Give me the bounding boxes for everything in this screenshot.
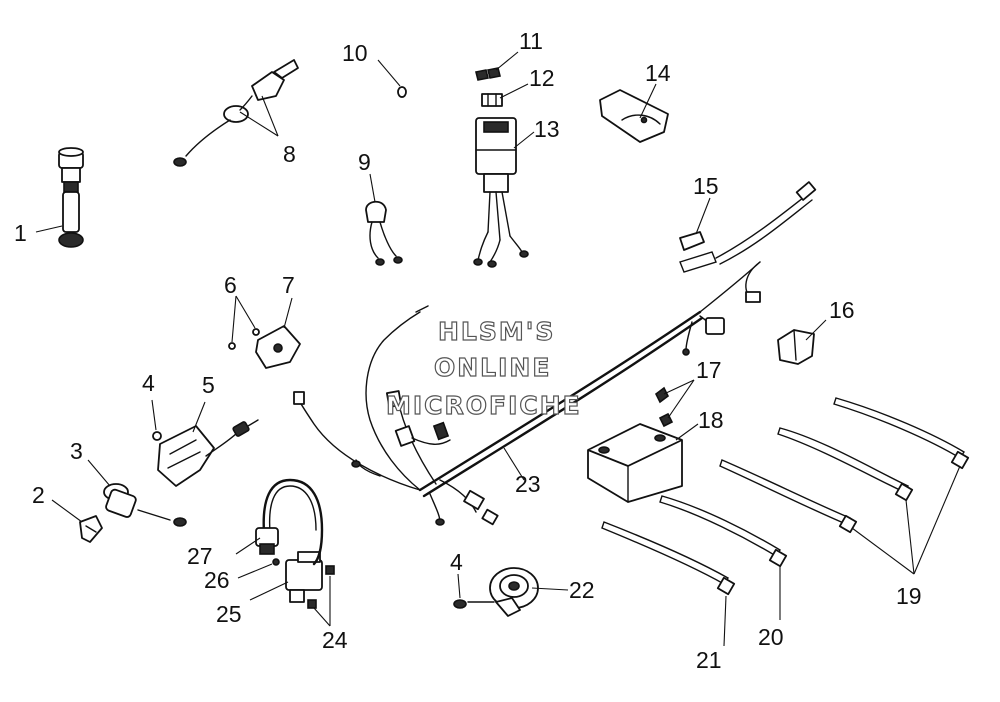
callout-16: 16 <box>829 297 855 323</box>
part-1-ignition-switch <box>58 147 84 248</box>
callout-7: 7 <box>282 272 295 298</box>
part-5-rectifier <box>157 419 259 487</box>
callout-4a: 4 <box>142 370 155 396</box>
callout-11: 11 <box>519 28 543 54</box>
part-6-screw <box>228 342 236 350</box>
part-14-cover <box>599 89 669 143</box>
callout-2: 2 <box>32 482 45 508</box>
part-19-strap-c <box>719 459 858 534</box>
part-21-strap <box>601 521 736 596</box>
watermark-line-3: MICROFICHE <box>386 391 582 420</box>
callout-25: 25 <box>216 601 242 627</box>
watermark: HLSM'S ONLINE MICROFICHE <box>385 316 582 420</box>
callout-12: 12 <box>529 65 555 91</box>
part-24-screws <box>307 565 335 609</box>
part-2-clip <box>79 515 103 543</box>
part-12-fuse-holder <box>481 93 503 107</box>
callout-1: 1 <box>14 220 27 246</box>
part-25-ignition-coil <box>285 551 323 603</box>
callout-18: 18 <box>698 407 724 433</box>
part-6-screw-2 <box>252 328 260 336</box>
callout-5: 5 <box>202 372 215 398</box>
part-7-relay <box>255 325 301 369</box>
part-19-strap-b <box>777 427 914 502</box>
part-26-screw <box>272 558 280 566</box>
part-22-horn <box>467 567 539 617</box>
callout-3: 3 <box>70 438 83 464</box>
callout-26: 26 <box>204 567 230 593</box>
callout-6: 6 <box>224 272 237 298</box>
callout-27: 27 <box>187 543 213 569</box>
part-9-socket <box>365 200 403 266</box>
callout-22: 22 <box>569 577 595 603</box>
part-20-strap <box>659 495 788 568</box>
callout-14: 14 <box>645 60 671 86</box>
callout-8: 8 <box>283 141 296 167</box>
part-27-spark-plug-cap <box>255 478 324 566</box>
callout-15: 15 <box>693 173 719 199</box>
part-4-screw <box>152 431 162 441</box>
part-13-cdi-box <box>473 117 529 268</box>
part-10-bulb <box>397 86 407 98</box>
callout-20: 20 <box>758 624 784 650</box>
part-16-relay <box>777 329 815 365</box>
part-15-clip <box>679 231 705 251</box>
callout-9: 9 <box>358 149 371 175</box>
callout-10: 10 <box>342 40 368 66</box>
callout-21: 21 <box>696 647 722 673</box>
part-19-strap-a <box>833 397 970 470</box>
callout-13: 13 <box>534 116 560 142</box>
callout-23: 23 <box>515 471 541 497</box>
callout-4b: 4 <box>450 549 463 575</box>
part-11-fuses <box>475 67 501 81</box>
callout-24: 24 <box>322 627 348 653</box>
callout-17: 17 <box>696 357 722 383</box>
part-4-screw-2 <box>453 599 467 609</box>
callout-19: 19 <box>896 583 922 609</box>
watermark-line-1: HLSM'S <box>438 317 555 346</box>
watermark-line-2: ONLINE <box>434 353 551 382</box>
part-3-switch <box>103 483 187 527</box>
part-18-battery <box>587 423 683 503</box>
part-8-switch-housing <box>173 59 299 167</box>
part-23-wiring-harness <box>293 181 817 526</box>
